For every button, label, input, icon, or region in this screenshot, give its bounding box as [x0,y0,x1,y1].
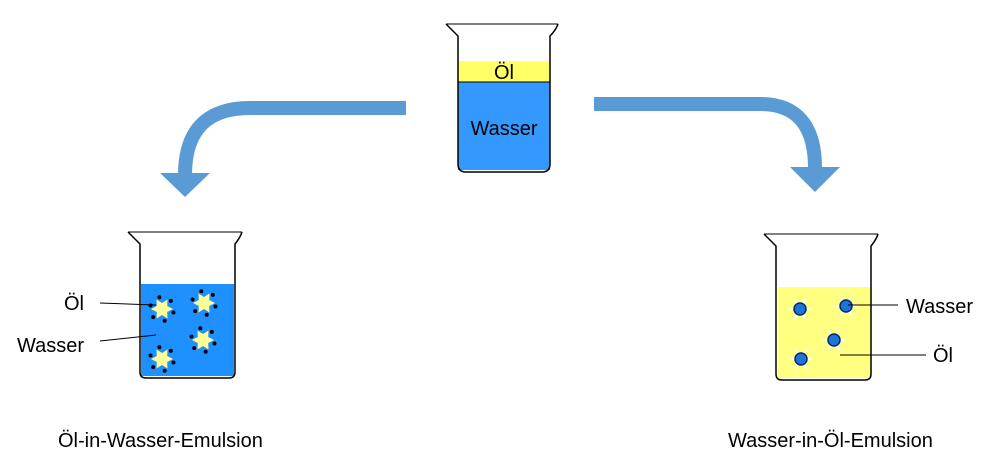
oil-droplet [189,326,217,354]
water-label: Wasser [470,118,537,140]
water-pointer [99,334,157,342]
arrow-right [594,97,840,192]
beaker-top: Öl Wasser [445,23,559,173]
beaker-right: Wasser Öl Wasser-in-Öl-Emulsion [728,233,973,452]
caption-right: Wasser-in-Öl-Emulsion [728,430,933,452]
water-layer [458,82,550,170]
oil-label: Öl [933,345,953,367]
oil-label: Öl [494,62,514,84]
water-droplet [832,293,860,319]
caption-left: Öl-in-Wasser-Emulsion [58,430,263,452]
oil-droplet [148,345,176,373]
oil-droplet [148,295,176,323]
water-droplet [820,327,848,353]
oil-pointer [99,302,157,306]
water-label: Wasser [906,296,973,318]
oil-droplet [190,289,218,317]
water-droplet [786,296,814,322]
beaker-left: Öl Wasser Öl-in-Wasser-Emulsion [17,231,263,452]
oil-layer [458,61,550,82]
water-droplets [786,293,860,372]
oil-fill [778,287,871,378]
water-droplet [787,346,815,372]
oil-label: Öl [64,293,84,315]
oil-droplets [148,289,218,373]
arrow-left [160,101,406,197]
water-label: Wasser [17,335,84,357]
water-fill [141,284,234,376]
